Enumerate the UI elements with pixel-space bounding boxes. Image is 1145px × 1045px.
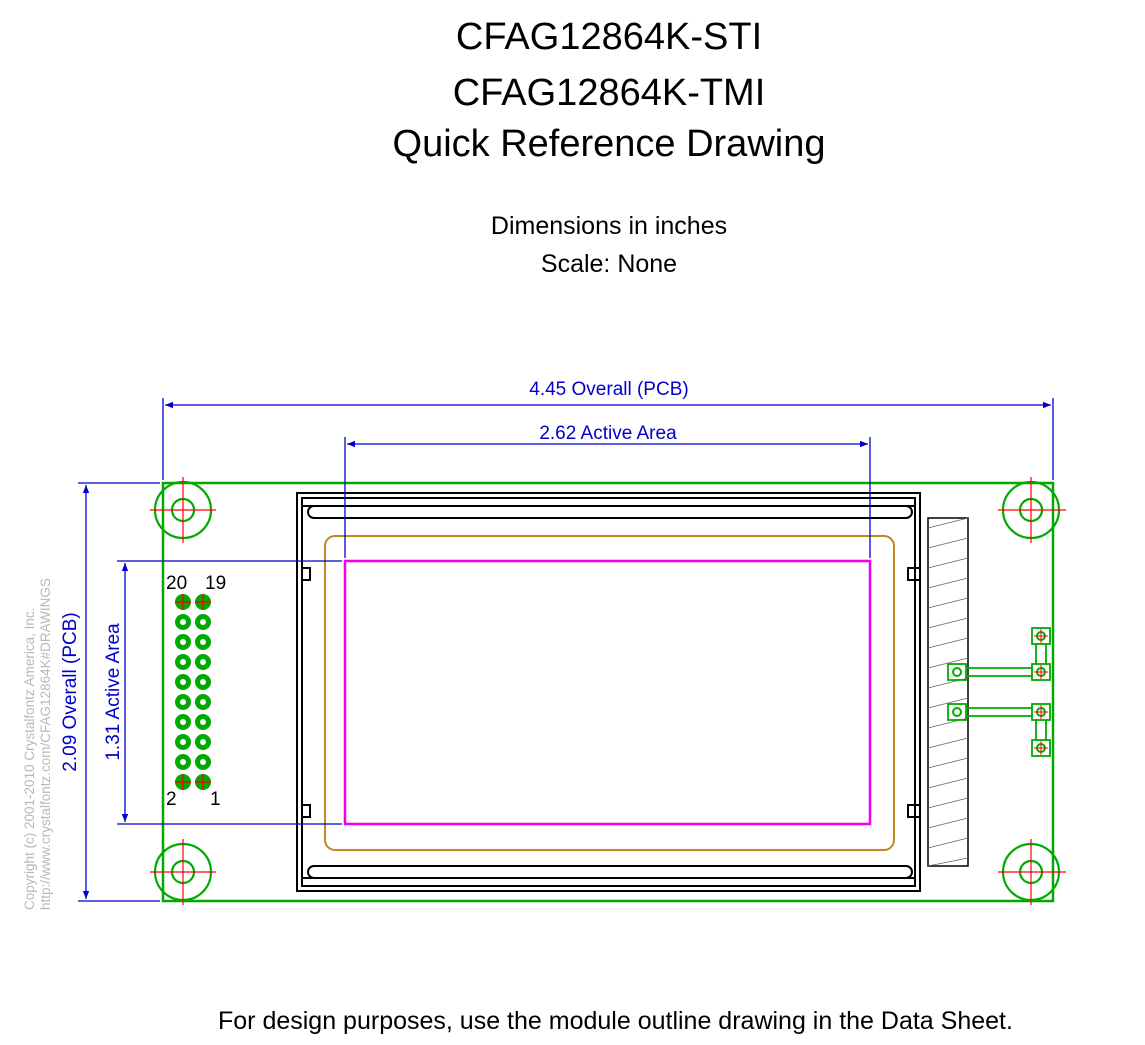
mounting-holes <box>150 477 1066 905</box>
mounting-hole-bl <box>150 839 216 905</box>
pin-label-20: 20 <box>166 573 187 594</box>
lcd-bezel <box>296 492 921 892</box>
dim-overall-height: 2.09 Overall (PCB) <box>60 612 81 771</box>
dim-overall-width: 4.45 Overall (PCB) <box>529 379 688 400</box>
backlight-leads <box>947 627 1051 757</box>
backlight-connector <box>927 517 969 867</box>
viewing-area <box>324 535 895 851</box>
pcb-outline <box>161 481 1055 903</box>
backlight-pad-marks <box>1034 629 1048 755</box>
dim-active-height: 1.31 Active Area <box>103 623 124 761</box>
pin-label-19: 19 <box>205 573 226 594</box>
scale-note: Scale: None <box>540 250 678 278</box>
mounting-hole-tl <box>150 477 216 543</box>
units-note: Dimensions in inches <box>490 212 728 240</box>
pin-label-2: 2 <box>166 789 177 810</box>
connector-pins <box>175 594 211 790</box>
mounting-hole-tr <box>998 477 1066 543</box>
pin-label-1: 1 <box>210 789 221 810</box>
title-line-3: Quick Reference Drawing <box>392 123 826 165</box>
design-note: For design purposes, use the module outl… <box>218 1007 1013 1035</box>
active-area <box>343 559 872 826</box>
dim-active-width: 2.62 Active Area <box>539 423 677 444</box>
mounting-hole-br <box>998 839 1066 905</box>
title-line-1: CFAG12864K-STI <box>455 16 763 58</box>
dimension-lines <box>78 398 1054 902</box>
title-line-2: CFAG12864K-TMI <box>452 72 766 114</box>
